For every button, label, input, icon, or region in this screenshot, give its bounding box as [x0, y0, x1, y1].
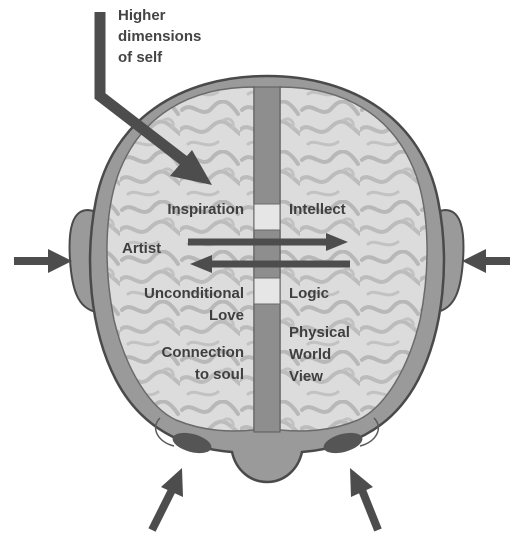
label-physical: Physical — [289, 324, 350, 341]
label-view: View — [289, 368, 323, 385]
divider-window-top — [254, 204, 280, 230]
label-inspiration: Inspiration — [167, 201, 244, 218]
higher-dimensions-label-line1: Higher — [118, 7, 166, 24]
divider-window-bottom — [254, 278, 280, 304]
bottom-left-arrow — [152, 468, 183, 530]
right-side-arrow — [462, 249, 510, 273]
higher-dimensions-label-line3: of self — [118, 49, 163, 66]
label-love: Love — [209, 307, 244, 324]
label-to-soul: to soul — [195, 366, 244, 383]
label-world: World — [289, 346, 331, 363]
label-unconditional: Unconditional — [144, 285, 244, 302]
label-artist: Artist — [122, 240, 161, 257]
left-side-arrow — [14, 249, 72, 273]
bottom-right-arrow — [350, 468, 378, 530]
central-divider — [254, 87, 280, 432]
higher-dimensions-label-line2: dimensions — [118, 28, 201, 45]
label-logic: Logic — [289, 285, 329, 302]
label-connection: Connection — [162, 344, 245, 361]
label-intellect: Intellect — [289, 201, 346, 218]
